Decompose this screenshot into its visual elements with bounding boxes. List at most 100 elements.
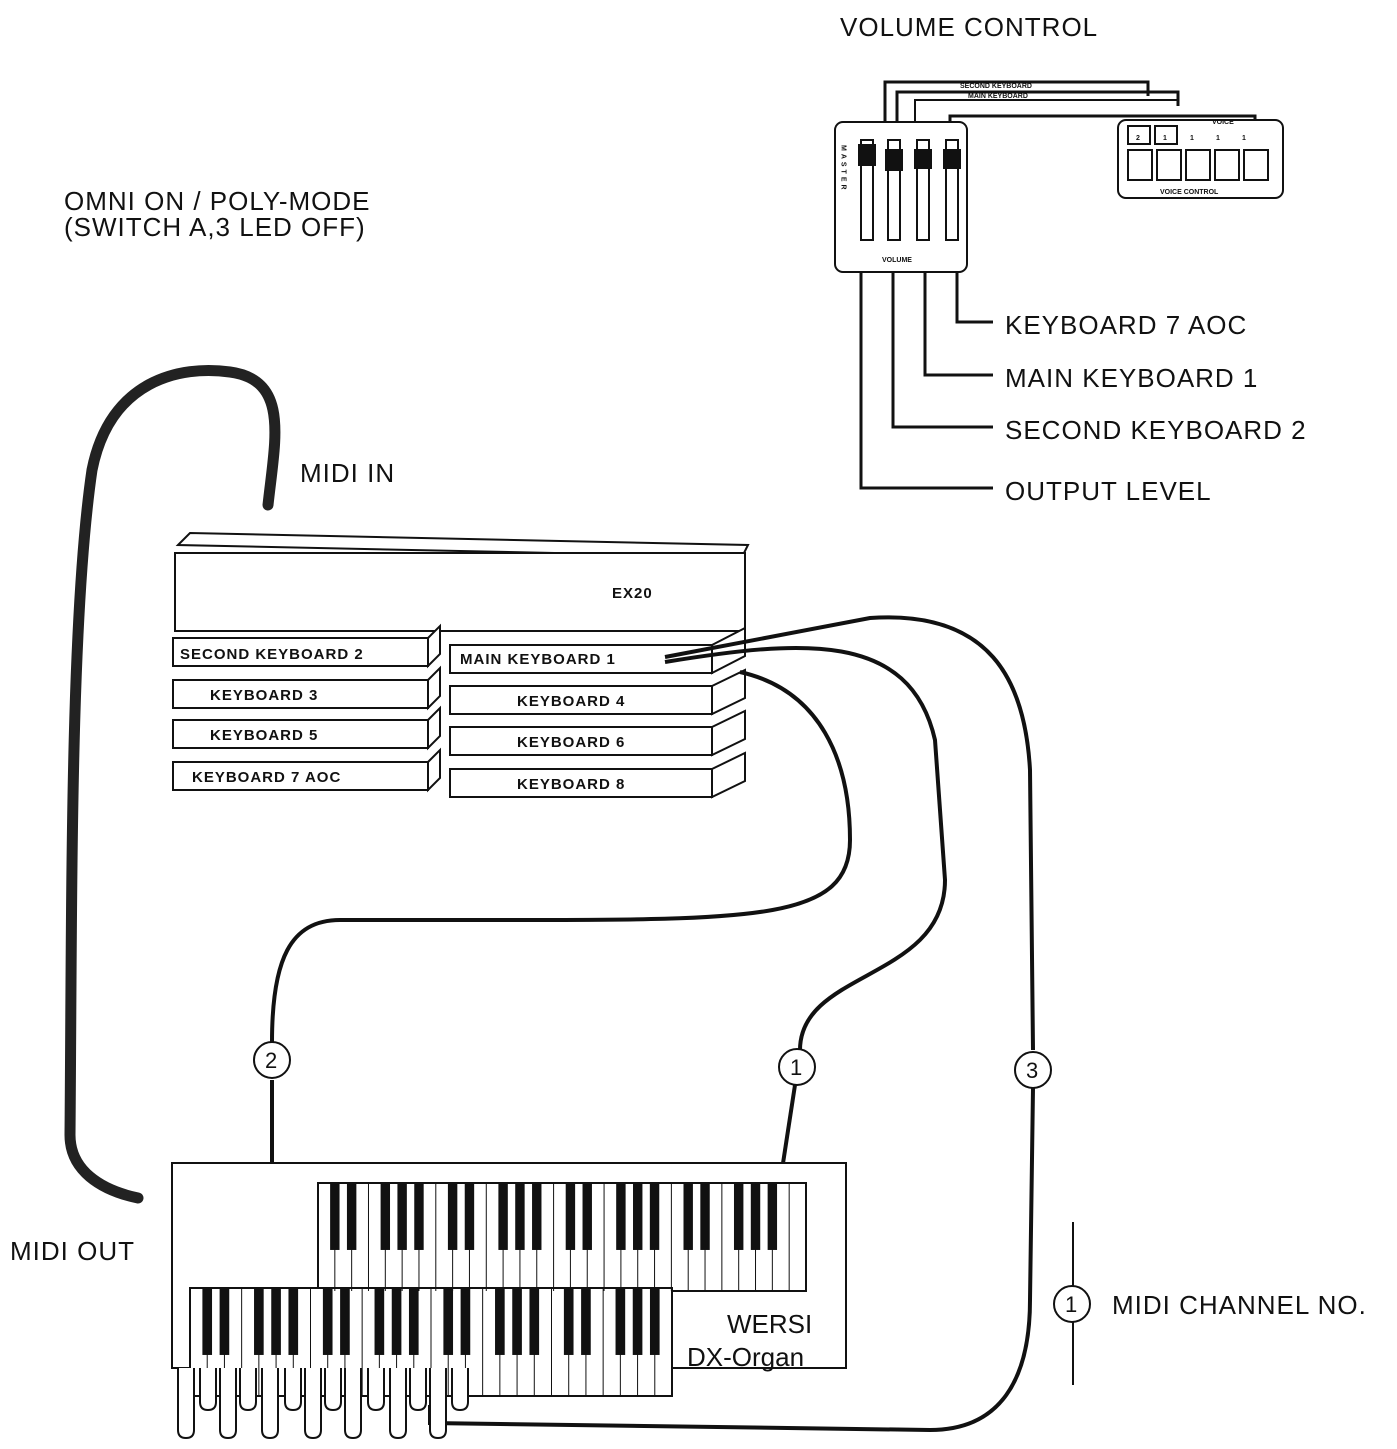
channel-1-circle (778, 1048, 816, 1086)
black-key (202, 1288, 213, 1355)
pedal (199, 1368, 217, 1412)
black-key (340, 1288, 350, 1355)
module-main-keyboard-1: MAIN KEYBOARD 1 (460, 651, 616, 668)
black-key (397, 1183, 407, 1250)
volume-control-title: VOLUME CONTROL (840, 12, 1098, 42)
black-key (767, 1183, 778, 1250)
black-key (330, 1183, 340, 1250)
volume-label: VOLUME (882, 257, 912, 264)
pedal (389, 1368, 407, 1440)
pedal (177, 1368, 195, 1440)
black-key (288, 1288, 299, 1355)
pedal (451, 1368, 469, 1412)
black-key (565, 1183, 576, 1250)
pedal (261, 1368, 279, 1440)
midi-in-label: MIDI IN (300, 458, 395, 488)
black-key (515, 1183, 525, 1250)
module-keyboard-5: KEYBOARD 5 (210, 727, 318, 744)
black-key (498, 1183, 508, 1250)
callout-second-keyboard-2: SECOND KEYBOARD 2 (1005, 415, 1307, 445)
black-key (616, 1183, 626, 1250)
cable-label-main: MAIN KEYBOARD (968, 93, 1028, 100)
pedal (367, 1368, 385, 1412)
callout-keyboard-7-aoc: KEYBOARD 7 AOC (1005, 310, 1247, 340)
black-key (464, 1183, 475, 1250)
callout-output-level: OUTPUT LEVEL (1005, 476, 1212, 506)
mode-note-line2: (SWITCH A,3 LED OFF) (64, 212, 366, 242)
black-key (408, 1288, 419, 1355)
black-key (615, 1288, 626, 1355)
black-key (563, 1288, 574, 1355)
master-label: MASTER (840, 145, 847, 193)
legend: 1 MIDI CHANNEL NO. (1053, 1222, 1367, 1385)
black-key (380, 1183, 391, 1250)
black-key (447, 1183, 458, 1250)
pedal (409, 1368, 427, 1412)
black-key (529, 1288, 540, 1355)
black-key (532, 1183, 542, 1250)
pedal (304, 1368, 322, 1440)
legend-text: MIDI CHANNEL NO. (1112, 1290, 1367, 1320)
midi-out-label: MIDI OUT (10, 1236, 135, 1266)
black-key (219, 1288, 230, 1355)
module-keyboard-3: KEYBOARD 3 (210, 687, 318, 704)
ex20-module-rows (172, 623, 746, 799)
mode-note-line1: OMNI ON / POLY-MODE (64, 186, 371, 216)
pedal (344, 1368, 362, 1440)
module-keyboard-4: KEYBOARD 4 (517, 693, 625, 710)
organ-model: DX-Organ (687, 1342, 804, 1372)
black-key (649, 1288, 660, 1355)
voice-number-1: 2 (1136, 135, 1140, 142)
black-key (632, 1288, 643, 1355)
black-key (582, 1183, 592, 1250)
ex20-name: EX20 (612, 585, 653, 602)
black-key (649, 1183, 660, 1250)
voice-control-label: VOICE CONTROL (1160, 189, 1219, 196)
module-keyboard-8: KEYBOARD 8 (517, 776, 625, 793)
black-key (346, 1183, 357, 1250)
black-key (443, 1288, 454, 1355)
ex20-expander (174, 531, 750, 632)
voice-label: VOICE (1212, 119, 1234, 126)
module-second-keyboard-2: SECOND KEYBOARD 2 (180, 646, 364, 663)
black-key (495, 1288, 505, 1355)
black-key (633, 1183, 643, 1250)
channel-circles: 2 1 3 (253, 1041, 1052, 1089)
black-key (460, 1288, 471, 1355)
black-key (414, 1183, 424, 1250)
voice-number-3: 1 (1190, 135, 1194, 142)
pedal (284, 1368, 302, 1412)
callout-main-keyboard-1: MAIN KEYBOARD 1 (1005, 363, 1258, 393)
pedal (324, 1368, 342, 1412)
channel-1-number: 1 (790, 1055, 802, 1080)
voice-number-5: 1 (1242, 135, 1246, 142)
black-key (581, 1288, 591, 1355)
wersi-organ (171, 1162, 847, 1440)
channel-2-circle (253, 1041, 291, 1079)
black-key (750, 1183, 761, 1250)
channel-3-number: 3 (1026, 1058, 1038, 1083)
pedal (239, 1368, 257, 1412)
upper-manual (317, 1182, 807, 1292)
lower-manual-keys (202, 1288, 660, 1396)
black-key (322, 1288, 333, 1355)
black-key (683, 1183, 693, 1250)
black-key (391, 1288, 402, 1355)
black-key (271, 1288, 281, 1355)
cable-label-second: SECOND KEYBOARD (960, 83, 1032, 90)
black-key (700, 1183, 710, 1250)
organ-brand: WERSI (727, 1309, 812, 1339)
midi-cable (64, 365, 281, 1204)
legend-circle (1053, 1285, 1091, 1323)
black-key (733, 1183, 744, 1250)
pedal (219, 1368, 237, 1440)
volume-panel-text: SECOND KEYBOARD MAIN KEYBOARD VOLUME VOI… (840, 83, 1247, 264)
channel-3-circle (1014, 1051, 1052, 1089)
upper-manual-keys (330, 1183, 790, 1291)
voice-number-4: 1 (1216, 135, 1220, 142)
channel-2-number: 2 (265, 1048, 277, 1073)
black-key (512, 1288, 522, 1355)
voice-number-2: 1 (1163, 135, 1167, 142)
